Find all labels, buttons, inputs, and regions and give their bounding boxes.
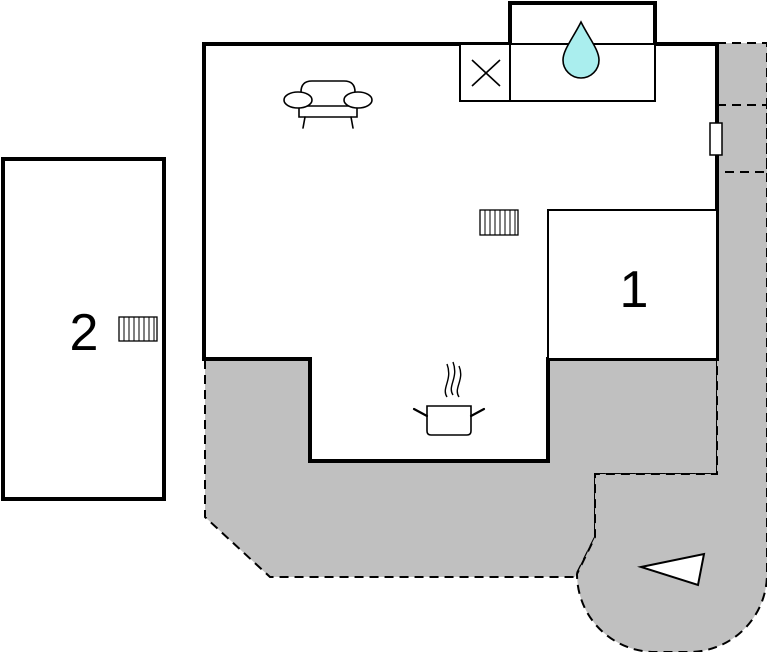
radiator-icon [118, 316, 158, 342]
water-drop-icon [562, 20, 600, 79]
room-1 [547, 209, 718, 360]
sofa-icon [283, 80, 373, 129]
room-2-label: 2 [70, 304, 99, 362]
room-1-label: 1 [620, 261, 649, 319]
cooking-pot-icon [412, 361, 486, 436]
compass-arrow-icon [637, 552, 706, 587]
door-icon [709, 122, 723, 156]
shower-x-icon [471, 59, 501, 87]
radiator-icon [479, 209, 519, 236]
